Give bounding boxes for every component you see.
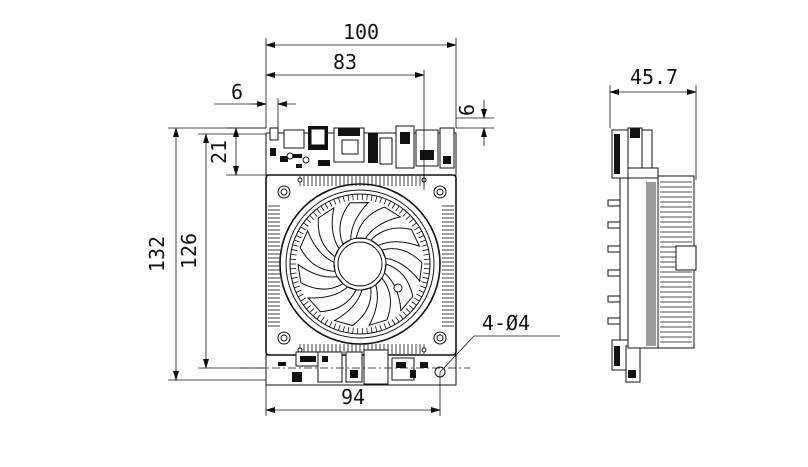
- dim-height-connector: 21: [207, 140, 231, 164]
- dim-offset-top-right: 6: [455, 104, 479, 116]
- dim-offset-top-left: 6: [231, 80, 243, 104]
- dimension-labels: 100 83 6 6 21 132 126 4-Ø4 94 45.7: [145, 20, 678, 409]
- dim-height-overall: 132: [145, 236, 169, 272]
- mounting-hole-tr: [433, 185, 447, 199]
- side-view: [607, 85, 697, 383]
- dim-width-overall: 100: [343, 20, 379, 44]
- connector-strip: [265, 125, 457, 176]
- dim-height-hole-span: 126: [177, 233, 201, 269]
- mounting-hole-bl: [277, 331, 291, 345]
- heatsink-plate: [265, 174, 457, 356]
- dim-width-bottom: 94: [341, 385, 365, 409]
- hole-callout: 4-Ø4: [482, 311, 530, 335]
- bottom-connector-strip: [265, 349, 457, 386]
- front-view: [240, 125, 470, 386]
- mounting-hole-tl: [277, 185, 291, 199]
- cooling-fan: [279, 183, 441, 345]
- dim-side-thickness: 45.7: [630, 65, 678, 89]
- dimension-lines: [168, 38, 560, 416]
- mounting-hole-br: [433, 331, 447, 345]
- dim-width-hole-span: 83: [333, 50, 357, 74]
